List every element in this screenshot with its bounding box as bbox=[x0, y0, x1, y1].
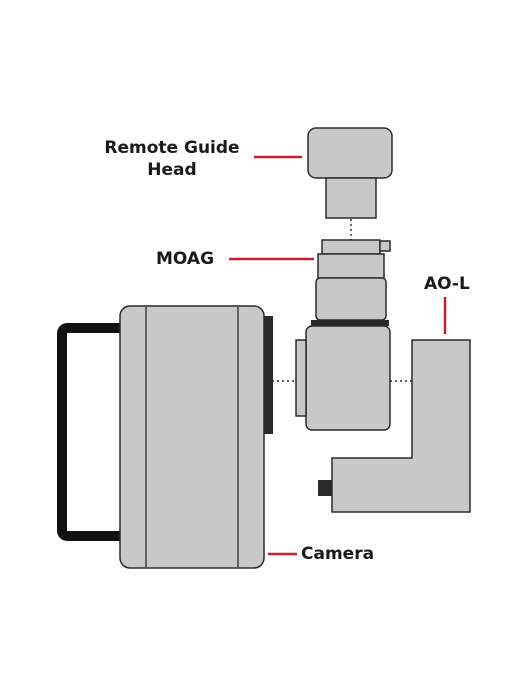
aol-label: AO-L bbox=[424, 274, 470, 294]
ao-l-body bbox=[331, 339, 471, 513]
remote-guide-head-label-line2: Head bbox=[147, 160, 197, 180]
camera-front-plate bbox=[264, 316, 273, 434]
remote-guide-head-label: Remote Guide Head bbox=[92, 137, 252, 181]
moag-collar bbox=[317, 253, 385, 279]
adapter-flange bbox=[295, 339, 307, 417]
camera-body bbox=[119, 305, 265, 569]
camera-adapter bbox=[295, 325, 391, 431]
adapter-body bbox=[305, 325, 391, 431]
moag-body bbox=[315, 277, 387, 321]
camera-label: Camera bbox=[301, 544, 375, 564]
ao-l-connector bbox=[318, 480, 332, 496]
moag-ring bbox=[311, 320, 389, 326]
moag-thumbscrew bbox=[379, 240, 391, 252]
ao-l bbox=[318, 339, 471, 513]
guide-head-body bbox=[307, 127, 393, 179]
remote-guide-head bbox=[307, 127, 393, 219]
remote-guide-head-label-line1: Remote Guide bbox=[104, 138, 240, 158]
guide-head-nosepiece bbox=[325, 177, 377, 219]
moag bbox=[311, 239, 391, 326]
moag-top-ring bbox=[321, 239, 381, 255]
camera-handle bbox=[57, 323, 120, 541]
moag-label: MOAG bbox=[156, 249, 215, 269]
camera bbox=[57, 305, 273, 569]
